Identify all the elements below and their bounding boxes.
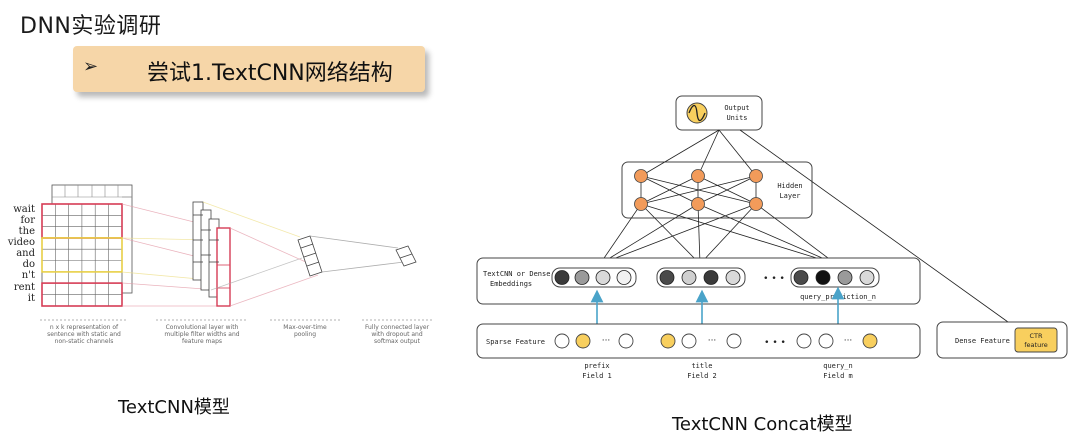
sparse-label: Sparse Feature [486, 338, 545, 346]
hidden-node [634, 169, 648, 183]
subtitle-text: 尝试1.TextCNN网络结构 [147, 61, 393, 86]
word: and [16, 248, 35, 259]
word: video [7, 237, 35, 248]
caption-line: non-static channels [55, 338, 114, 345]
field-name: title [691, 362, 712, 370]
concat-diagram: Output Units Hidden Layer [476, 95, 1068, 380]
sparse-feature-box [476, 323, 921, 359]
ctr-label: CTR [1029, 332, 1043, 340]
sentence-words: wait for the video and do n't rent it [7, 204, 36, 304]
dense-label: Dense Feature [955, 337, 1010, 345]
field-id: Field 2 [687, 372, 717, 380]
pooled-vector [297, 235, 323, 277]
ctr-label: feature [1024, 341, 1047, 349]
hidden-nodes [634, 169, 763, 211]
sparse-ellipsis: ··· [708, 336, 717, 346]
hidden-node [749, 197, 763, 211]
caption-line: multiple filter widths and [164, 331, 239, 338]
output-label: Output [724, 104, 749, 112]
slide-title: DNN实验调研 [20, 14, 162, 39]
embedding-group-1 [551, 267, 637, 288]
feature-maps [192, 201, 231, 307]
caption-line: pooling [294, 331, 316, 338]
word: it [28, 293, 35, 304]
hidden-node [691, 197, 705, 211]
hidden-node [691, 169, 705, 183]
pooling-connections [202, 201, 319, 307]
sparse-nodes [554, 333, 878, 349]
textcnn-caption: TextCNN模型 [118, 397, 230, 418]
caption-line: with dropout and [371, 331, 422, 338]
hidden-layer-box [621, 161, 813, 219]
embedding-matrix-back-grid [52, 185, 132, 198]
subtitle-banner: ➢ 尝试1.TextCNN网络结构 [73, 46, 425, 92]
caption-line: Fully connected layer [365, 324, 430, 331]
caption-line: n x k representation of [50, 324, 119, 331]
hidden-node [634, 197, 648, 211]
field-name: query_n [823, 362, 853, 370]
field-labels: prefix Field 1 title Field 2 query_n Fie… [582, 362, 853, 380]
embedding-matrix-front [41, 203, 123, 307]
sparse-ellipsis: ··· [844, 336, 853, 346]
embed-label: Embeddings [490, 280, 532, 288]
textcnn-diagram: wait for the video and do n't rent it [7, 184, 432, 345]
softmax-output [395, 245, 417, 267]
word: for [20, 215, 35, 226]
concat-caption: TextCNN Concat模型 [672, 414, 853, 435]
caption-line: feature maps [182, 338, 222, 345]
embedding-ellipsis: • • • [763, 274, 785, 284]
embedding-group-n [790, 267, 880, 288]
hidden-label: Hidden [777, 182, 802, 190]
embedding-group-2 [656, 267, 746, 288]
caption-line: sentence with static and [47, 331, 121, 338]
output-label: Units [726, 114, 747, 122]
caption-line: softmax output [374, 338, 421, 345]
bullet-arrow-icon: ➢ [83, 56, 99, 77]
word: wait [13, 204, 35, 215]
sigmoid-icon [688, 104, 706, 122]
fc-connections [309, 235, 405, 273]
word: rent [14, 282, 35, 293]
field-id: Field m [823, 372, 853, 380]
field-id: Field 1 [582, 372, 612, 380]
hidden-label: Layer [779, 192, 800, 200]
hidden-node [749, 169, 763, 183]
caption-line: Convolutional layer with [166, 324, 239, 331]
word: the [19, 226, 35, 237]
field-name: prefix [584, 362, 609, 370]
caption-line: Max-over-time [283, 324, 327, 331]
stage-captions: n x k representation of sentence with st… [47, 324, 429, 345]
sparse-ellipsis: ··· [602, 336, 611, 346]
word: do [23, 259, 35, 270]
ctr-feature-box [1014, 327, 1058, 353]
embed-label: TextCNN or Dense [483, 270, 550, 278]
word: n't [22, 270, 35, 281]
sparse-ellipsis: • • • [764, 338, 786, 348]
